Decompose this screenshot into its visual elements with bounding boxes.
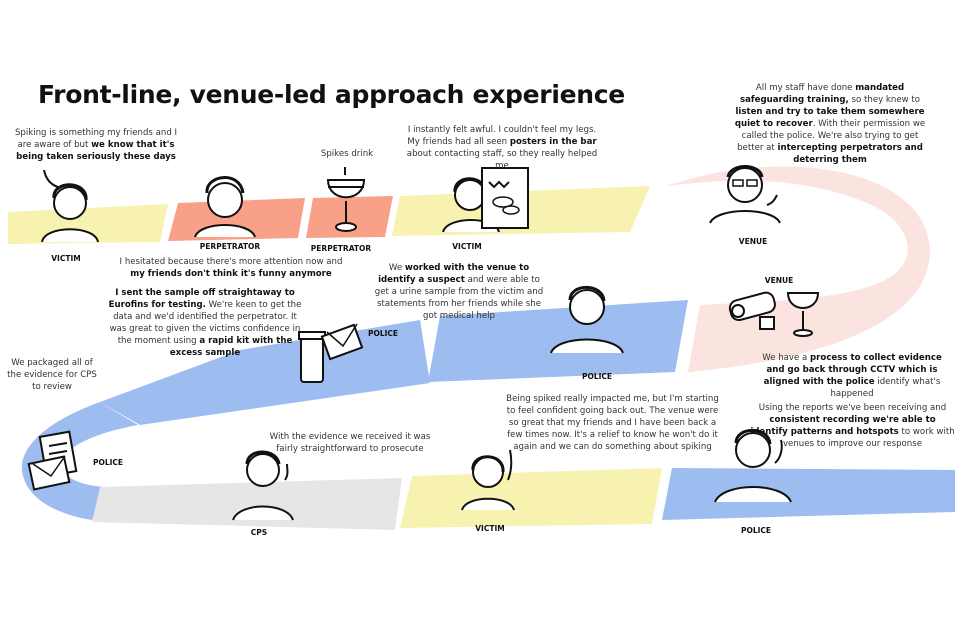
spiked-drink-glass-icon [326,167,366,232]
quote-text: Spikes drink [320,149,374,159]
quote-text: We [388,263,405,273]
quote-emphasis: my friends don't think it's funny anymor… [130,269,332,279]
quote-emphasis: a rapid kit with the excess sample [169,336,293,358]
venue-staff-figure-icon [709,165,781,224]
quote-emphasis: process to collect evidence and go back … [763,353,942,387]
stage-label-perpetrator: PERPETRATOR [310,244,372,253]
quote-venue-staff-training: All my staff have done mandated safeguar… [730,82,930,166]
quote-venue-cctv: We have a process to collect evidence an… [752,352,952,400]
quote-text: Being spiked really impacted me, but I'm… [506,394,719,452]
quote-text: Spiking is something my friends and I ar… [14,128,178,150]
quote-emphasis: mandated safeguarding training, [739,83,905,105]
stage-label-police: POLICE [92,458,124,467]
quote-emphasis: intercepting perpetrators and deterring … [777,143,923,165]
quote-text: We packaged all of the evidence for CPS … [7,358,97,392]
quote-text: All my staff have done [755,83,856,93]
quote-text: and were able to get a urine sample from… [374,275,544,321]
quote-emphasis: posters in the bar [509,137,597,147]
stage-label-venue: VENUE [764,276,794,285]
stage-label-victim: VICTIM [51,254,81,263]
quote-text: Using the reports we've been receiving a… [758,403,947,413]
page-title: Front-line, venue-led approach experienc… [38,80,625,109]
road-segment-police [662,468,955,520]
stage-label-victim: VICTIM [475,524,505,533]
victim-figure-icon [41,170,99,243]
quote-police-packaged: We packaged all of the evidence for CPS … [4,357,100,393]
quote-police-worked-with-venue: We worked with the venue to identify a s… [370,262,548,322]
quote-text: We have a [762,353,811,363]
quote-text: about contacting staff, so they really h… [406,149,598,171]
cctv-camera-and-glass-icon [728,291,820,337]
quote-emphasis: I sent the sample off straightaway to Eu… [108,288,295,310]
stage-label-police: POLICE [581,372,613,381]
road-segment-police-curve [21,402,138,520]
quote-victim-confident: Being spiked really impacted me, but I'm… [505,393,720,453]
quote-police-sample: I sent the sample off straightaway to Eu… [105,287,305,359]
victim-with-poster-icon [442,167,529,233]
quote-text: to work with venues to improve our respo… [782,427,955,449]
quote-text: With the evidence we received it was fai… [269,432,431,454]
quote-police-reports: Using the reports we've been receiving a… [750,402,955,450]
quote-perpetrator-hesitated: I hesitated because there's more attenti… [118,256,344,280]
road-segment-police [428,300,688,382]
stage-label-police: POLICE [740,526,772,535]
stage-label-victim: VICTIM [452,242,482,251]
quote-emphasis: we know that it's being taken seriously … [16,140,176,162]
stage-label-police: POLICE [367,329,399,338]
stage-label-venue: VENUE [738,237,768,246]
quote-victim-felt-awful: I instantly felt awful. I couldn't feel … [402,124,602,172]
stage-label-perpetrator: PERPETRATOR [199,242,261,251]
quote-text: . With their permission we called the po… [737,119,926,153]
police-officer-figure-icon [714,428,792,503]
sample-kit-and-envelope-icon [298,323,364,383]
quote-text: so they knew to [848,95,921,105]
quote-emphasis: worked with the venue to identify a susp… [378,263,530,285]
road-segment-perpetrator-drink [306,196,393,238]
quote-emphasis: consistent recording we're able to ident… [750,415,936,437]
quote-victim-aware: Spiking is something my friends and I ar… [8,127,184,163]
stage-label-cps: CPS [250,528,268,537]
quote-text: identify what's happened [830,377,941,399]
road-segment-cps [92,478,402,530]
quote-text: I instantly felt awful. I couldn't feel … [407,125,597,147]
quote-cps-evidence: With the evidence we received it was fai… [265,431,435,455]
quote-text: We're keen to get the data and we'd iden… [109,300,302,346]
road-segment-victim [400,468,662,528]
road-segment-venue-curve [668,166,930,372]
perpetrator-figure-icon [194,176,256,238]
quote-text: I hesitated because there's more attenti… [119,257,343,267]
evidence-envelope-icon [27,430,78,491]
victim-figure-icon [461,449,515,511]
cps-lawyer-figure-icon [232,450,294,521]
police-officer-figure-icon [550,285,624,354]
quote-spikes-drink: Spikes drink [312,148,382,160]
quote-emphasis: listen and try to take them somewhere qu… [734,107,925,129]
